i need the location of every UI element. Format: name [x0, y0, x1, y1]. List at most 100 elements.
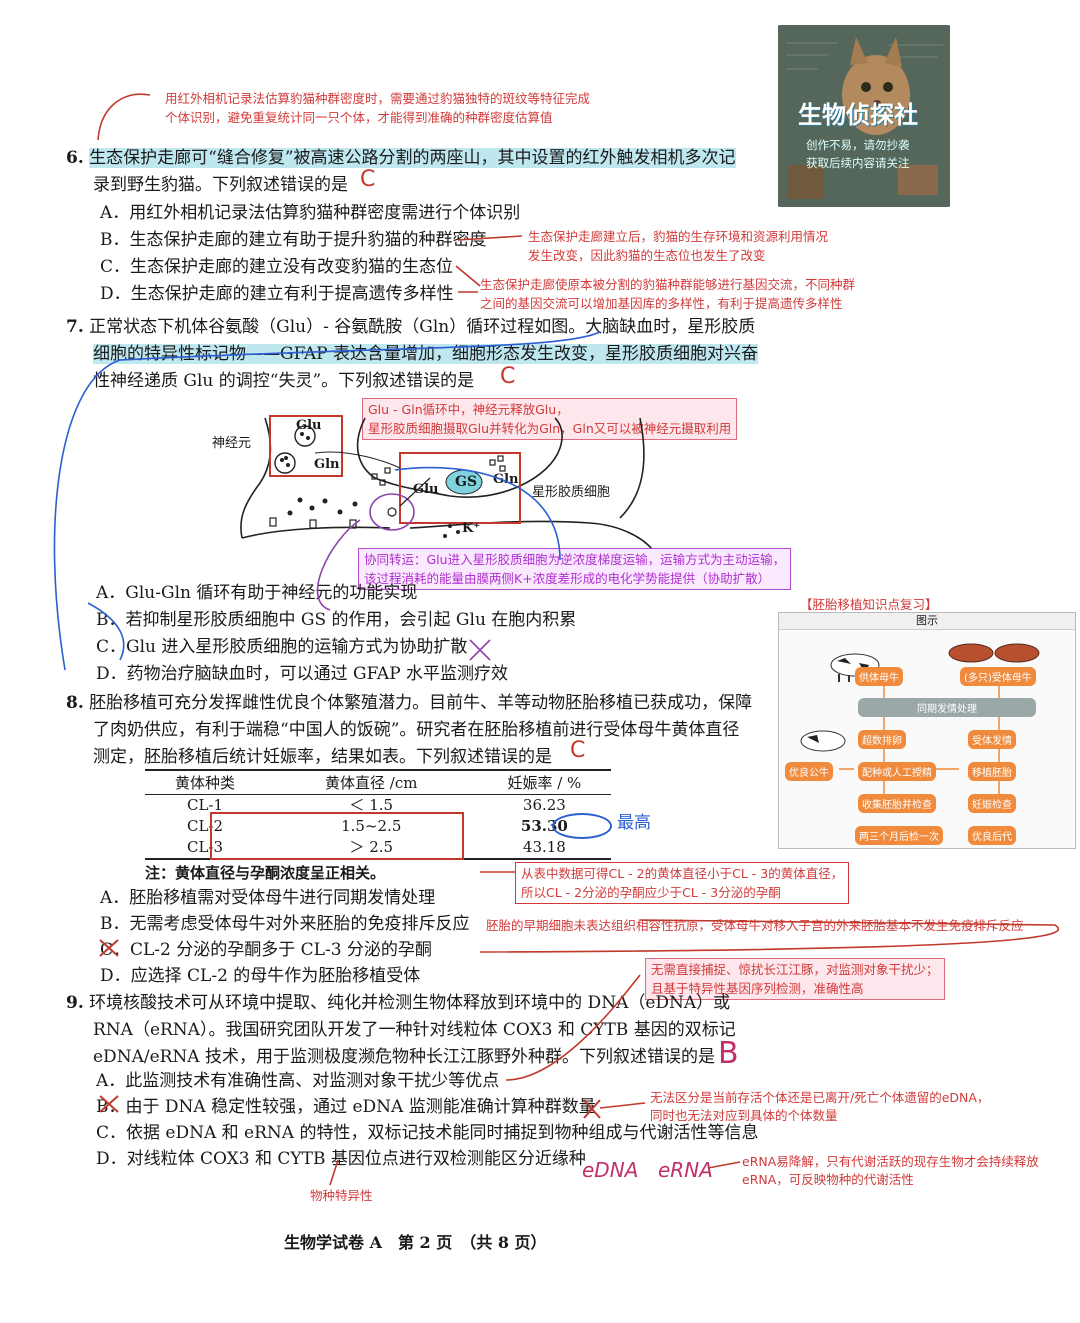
q6-answer: C	[360, 167, 376, 192]
q9-stem-text-2: RNA（eRNA）。我国研究团队开发了一种针对线粒体 COX3 和 CYTB 基…	[93, 1020, 736, 1040]
q7-note-transport-2: 该过程消耗的能量由膜两侧K+浓度差形成的电化学势能提供（协助扩散）	[364, 571, 771, 586]
table-cell: 36.23	[522, 796, 566, 814]
q8-note-table-1: 从表中数据可得CL - 2的黄体直径小于CL - 3的黄体直径，	[521, 866, 844, 881]
table-header-cell: 黄体种类	[145, 769, 266, 795]
q8-stem-line-2: 了肉奶供应，有利于端稳“中国人的饭碗”。研究者在胚胎移植前进行受体母牛黄体直径	[93, 717, 739, 744]
q6-number: 6.	[66, 148, 84, 168]
q9-note-species: 物种特异性	[310, 1188, 373, 1203]
diagram-label-astrocyte: 星形胶质细胞	[532, 485, 611, 500]
q9-note-b-2: 同时也无法对应到具体的个体数量	[650, 1108, 838, 1123]
q9-option-d: D．对线粒体 COX3 和 CYTB 基因位点进行双检测能区分近缘种	[96, 1149, 586, 1169]
q9-stem-line-1: 9. 环境核酸技术可从环境中提取、纯化并检测生物体释放到环境中的 DNA（eDN…	[66, 990, 730, 1017]
q7-option-a: A．Glu-Gln 循环有助于神经元的功能实现	[96, 583, 418, 603]
q8-number: 8.	[66, 693, 84, 713]
q8-highlight-oval	[552, 813, 612, 839]
flow-node-superovulation: 超数排卵	[858, 730, 906, 749]
q9-note-top-2: 且基于特异性基因序列检测，准确性高	[651, 981, 864, 996]
q6-note-d-1: 生态保护走廊使原本被分割的豹猫种群能够进行基因交流，不同种群	[480, 277, 856, 292]
q8-option-b: B．无需考虑受体母牛对外来胚胎的免疫排斥反应	[100, 914, 470, 934]
flow-node-breeding: 配种或人工授精	[858, 762, 936, 781]
brand-badge: 生物侦探社 创作不易，请勿抄袭 获取后续内容请关注	[778, 25, 950, 207]
table-header-row: 黄体种类 黄体直径 /cm 妊娠率 / %	[145, 769, 612, 795]
table-row: CL-1 ＜ 1.5 36.23	[145, 795, 611, 817]
brand-line-1: 创作不易，请勿抄袭	[806, 138, 910, 152]
table-header-cell: 黄体直径 /cm	[265, 769, 478, 795]
q6-stem-line-2: 录到野生豹猫。下列叙述错误的是	[93, 172, 348, 199]
q9-handwriting-erna: eRNA	[658, 1158, 713, 1182]
cat-illustration-icon	[778, 25, 950, 207]
flow-node-estrus: 受体发情	[968, 730, 1016, 749]
q9-number: 9.	[66, 993, 84, 1013]
table-cell: CL-2	[186, 817, 224, 835]
q8-table-note: 注：黄体直径与孕酮浓度呈正相关。	[145, 864, 386, 882]
q7-note-transport: 协同转运：Glu进入星形胶质细胞为逆浓度梯度运输，运输方式为主动运输， 该过程消…	[358, 548, 792, 590]
q8-note-b: 胚胎的早期细胞未表达组织相容性抗原，受体母牛对移入子宫的外来胚胎基本不发生免疫排…	[486, 918, 1024, 933]
q8-stem-text-1: 胚胎移植可充分发挥雌性优良个体繁殖潜力。目前牛、羊等动物胚胎移植已获成功，保障	[89, 693, 753, 713]
review-header: 图示	[779, 613, 1075, 630]
q8-answer: C	[570, 738, 586, 763]
brand-title: 生物侦探社	[798, 101, 918, 129]
q7-option-b: B．若抑制星形胶质细胞中 GS 的作用，会引起 Glu 在胞内积累	[96, 610, 577, 630]
q9-option-a: A．此监测技术有准确性高、对监测对象干扰少等优点	[96, 1071, 500, 1091]
q6-stem-text-2: 录到野生豹猫。下列叙述错误的是	[93, 175, 348, 195]
q9-option-b: B．由于 DNA 稳定性较强，通过 eDNA 监测能准确计算种群数量	[96, 1097, 596, 1117]
review-title: 【胚胎移植知识点复习】	[800, 597, 938, 612]
q6-stem-line-1: 6. 生态保护走廊可“缝合修复”被高速公路分割的两座山，其中设置的红外触发相机多…	[66, 145, 736, 172]
diagram-label-gs: GS	[455, 474, 478, 490]
table-cell: ＜ 1.5	[349, 796, 394, 814]
q7-answer: C	[500, 364, 516, 389]
q9-note-top: 无需直接捕捉、惊扰长江江豚，对监测对象干扰少； 且基于特异性基因序列检测，准确性…	[645, 958, 945, 1000]
q8-note-table-2: 所以CL - 2分泌的孕酮应少于CL - 3分泌的孕酮	[521, 885, 781, 900]
brand-line-2: 获取后续内容请关注	[806, 156, 910, 170]
q8-highest-label: 最高	[617, 813, 651, 833]
q6-option-d: D．生态保护走廊的建立有利于提高遗传多样性	[100, 284, 454, 304]
table-cell: CL-3	[145, 837, 266, 860]
cow-icon-recipient	[948, 643, 1040, 663]
table-row: CL-3 ＞ 2.5 43.18	[145, 837, 612, 860]
table-cell: CL-1	[186, 796, 224, 814]
flow-node-pregnancy: 妊娠检查	[968, 794, 1016, 813]
flow-node-collect: 收集胚胎并检查	[858, 794, 936, 813]
q7-stem-line-3: 性神经递质 Glu 的调控“失灵”。下列叙述错误的是	[93, 368, 474, 395]
q8-stem-line-1: 8. 胚胎移植可充分发挥雌性优良个体繁殖潜力。目前牛、羊等动物胚胎移植已获成功，…	[66, 690, 752, 717]
q7-stem-line-2: 细胞的特异性标记物——GFAP 表达含量增加，细胞形态发生改变，星形胶质细胞对兴…	[93, 341, 759, 368]
q7-option-c: C．Glu 进入星形胶质细胞的运输方式为协助扩散	[96, 637, 468, 657]
diagram-label-neuron: 神经元	[212, 436, 252, 451]
q8-note-table: 从表中数据可得CL - 2的黄体直径小于CL - 3的黄体直径， 所以CL - …	[515, 862, 850, 904]
q9-stem-line-3: eDNA/eRNA 技术，用于监测极度濒危物种长江江豚野外种群。下列叙述错误的是	[93, 1044, 715, 1071]
flow-node-sync: 同期发情处理	[858, 698, 1036, 717]
table-cell: 1.5~2.5	[341, 817, 402, 835]
review-panel: 图示	[778, 612, 1076, 849]
q7-note-transport-1: 协同转运：Glu进入星形胶质细胞为逆浓度梯度运输，运输方式为主动运输，	[364, 552, 786, 567]
q9-stem-text-3: eDNA/eRNA 技术，用于监测极度濒危物种长江江豚野外种群。下列叙述错误的是	[93, 1047, 715, 1067]
flow-node-recheck: 两三个月后检一次	[855, 826, 943, 845]
q6-option-a: A．用红外相机记录法估算豹猫种群密度需进行个体识别	[100, 203, 521, 223]
q6-option-c: C．生态保护走廊的建立没有改变豹猫的生态位	[100, 257, 454, 277]
q7-stem-text-2: 细胞的特异性标记物——GFAP 表达含量增加，细胞形态发生改变，星形胶质细胞对兴…	[93, 344, 759, 364]
page-footer: 生物学试卷 A 第 2 页 （共 8 页）	[284, 1233, 547, 1252]
table-header-cell: 妊娠率 / %	[477, 769, 612, 795]
table-cell: 43.18	[477, 837, 612, 860]
q6-note-b-1: 生态保护走廊建立后，豹猫的生存环境和资源利用情况	[528, 229, 829, 244]
q6-note-d-2: 之间的基因交流可以增加基因库的多样性，有利于提高遗传多样性	[480, 296, 843, 311]
diagram-label-gln-right: Gln	[493, 472, 519, 487]
q9-answer: B	[718, 1036, 739, 1071]
q6-note-b-2: 发生改变，因此豹猫的生态位也发生了改变	[528, 248, 766, 263]
q9-note-b-1: 无法区分是当前存活个体还是已离开/死亡个体遗留的eDNA，	[650, 1090, 990, 1105]
diagram-label-gln-left: Gln	[314, 457, 340, 472]
q6-option-b: B．生态保护走廊的建立有助于提升豹猫的种群密度	[100, 230, 487, 250]
q7-stem-line-1: 7. 正常状态下机体谷氨酸（Glu）- 谷氨酰胺（Gln）循环过程如图。大脑缺血…	[66, 314, 755, 341]
q8-option-c: C．CL-2 分泌的孕酮多于 CL-3 分泌的孕酮	[100, 940, 432, 960]
q7-number: 7.	[66, 317, 84, 337]
q7-stem-text-1: 正常状态下机体谷氨酸（Glu）- 谷氨酰胺（Gln）循环过程如图。大脑缺血时，星…	[89, 317, 756, 337]
q8-option-a: A．胚胎移植需对受体母牛进行同期发情处理	[100, 888, 436, 908]
q6-stem-text-1: 生态保护走廊可“缝合修复”被高速公路分割的两座山，其中设置的红外触发相机多次记	[89, 148, 736, 168]
q7-option-d: D．药物治疗脑缺血时，可以通过 GFAP 水平监测疗效	[96, 664, 509, 684]
flow-node-bull: 优良公牛	[785, 762, 833, 781]
diagram-label-k: K⁺	[462, 521, 481, 536]
q8-option-d: D．应选择 CL-2 的母牛作为胚胎移植受体	[100, 966, 421, 986]
flow-node-transfer: 移植胚胎	[968, 762, 1016, 781]
q6-note-top-1: 用红外相机记录法估算豹猫种群密度时，需要通过豹猫独特的斑纹等特征完成	[165, 91, 591, 106]
q9-option-c: C．依据 eDNA 和 eRNA 的特性，双标记技术能同时捕捉到物种组成与代谢活…	[96, 1123, 759, 1143]
q8-stem-text-3: 测定，胚胎移植后统计妊娠率，结果如表。下列叙述错误的是	[93, 747, 552, 767]
